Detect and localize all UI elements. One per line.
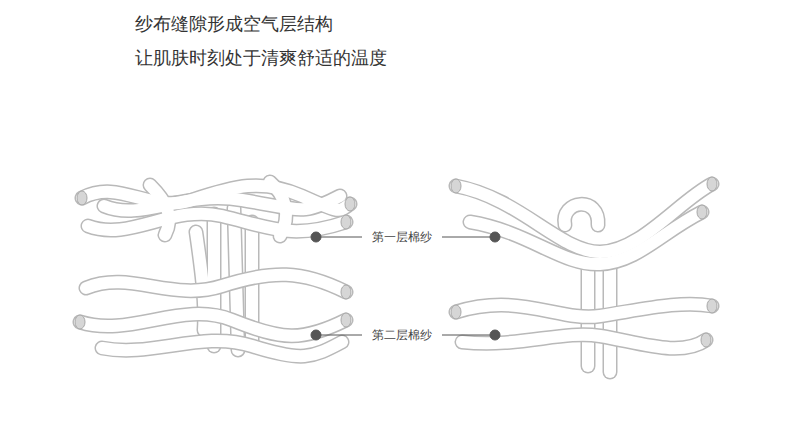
fiber-fill bbox=[80, 182, 712, 356]
leader-dot bbox=[311, 232, 321, 242]
fiber bbox=[104, 196, 340, 211]
fiber bbox=[565, 204, 599, 225]
leader-dot bbox=[490, 232, 500, 242]
fiber bbox=[82, 186, 350, 210]
fiber-end bbox=[707, 299, 717, 313]
fiber bbox=[456, 304, 712, 317]
layer-label: 第一层棉纱 bbox=[370, 229, 434, 245]
heading: 纱布缝隙形成空气层结构 bbox=[135, 12, 333, 36]
subheading: 让肌肤时刻处于清爽舒适的温度 bbox=[135, 46, 387, 70]
fiber bbox=[102, 341, 342, 356]
fiber-ends bbox=[75, 177, 717, 347]
leader-dot bbox=[490, 330, 500, 340]
leader-line bbox=[316, 335, 362, 336]
fiber bbox=[86, 275, 346, 292]
fiber-end bbox=[701, 333, 711, 347]
leader-lines bbox=[311, 232, 500, 340]
fiber bbox=[102, 341, 342, 356]
fiber-end bbox=[75, 315, 85, 329]
fiber-end bbox=[707, 177, 717, 191]
fiber bbox=[82, 186, 350, 210]
fiber bbox=[456, 184, 712, 252]
fiber bbox=[86, 275, 346, 292]
fiber bbox=[456, 304, 712, 317]
fiber-end bbox=[341, 215, 351, 229]
fiber bbox=[470, 212, 702, 264]
leader-line bbox=[442, 335, 495, 336]
fiber bbox=[456, 184, 712, 252]
fiber-end bbox=[77, 191, 87, 205]
fiber-end bbox=[697, 205, 707, 219]
layer-label: 第二层棉纱 bbox=[370, 327, 434, 343]
fiber bbox=[565, 204, 599, 225]
fiber-end bbox=[451, 179, 461, 193]
leader-line bbox=[442, 237, 495, 238]
leader-dot bbox=[311, 330, 321, 340]
fiber bbox=[80, 314, 346, 336]
fiber bbox=[270, 182, 286, 236]
fiber-end bbox=[345, 197, 355, 211]
leader-line bbox=[316, 237, 362, 238]
fiber-end bbox=[341, 313, 351, 327]
fiber-outline bbox=[80, 182, 712, 356]
fiber bbox=[150, 185, 169, 235]
fiber bbox=[80, 314, 346, 336]
fiber-end bbox=[451, 305, 461, 319]
fiber-end bbox=[341, 285, 351, 299]
